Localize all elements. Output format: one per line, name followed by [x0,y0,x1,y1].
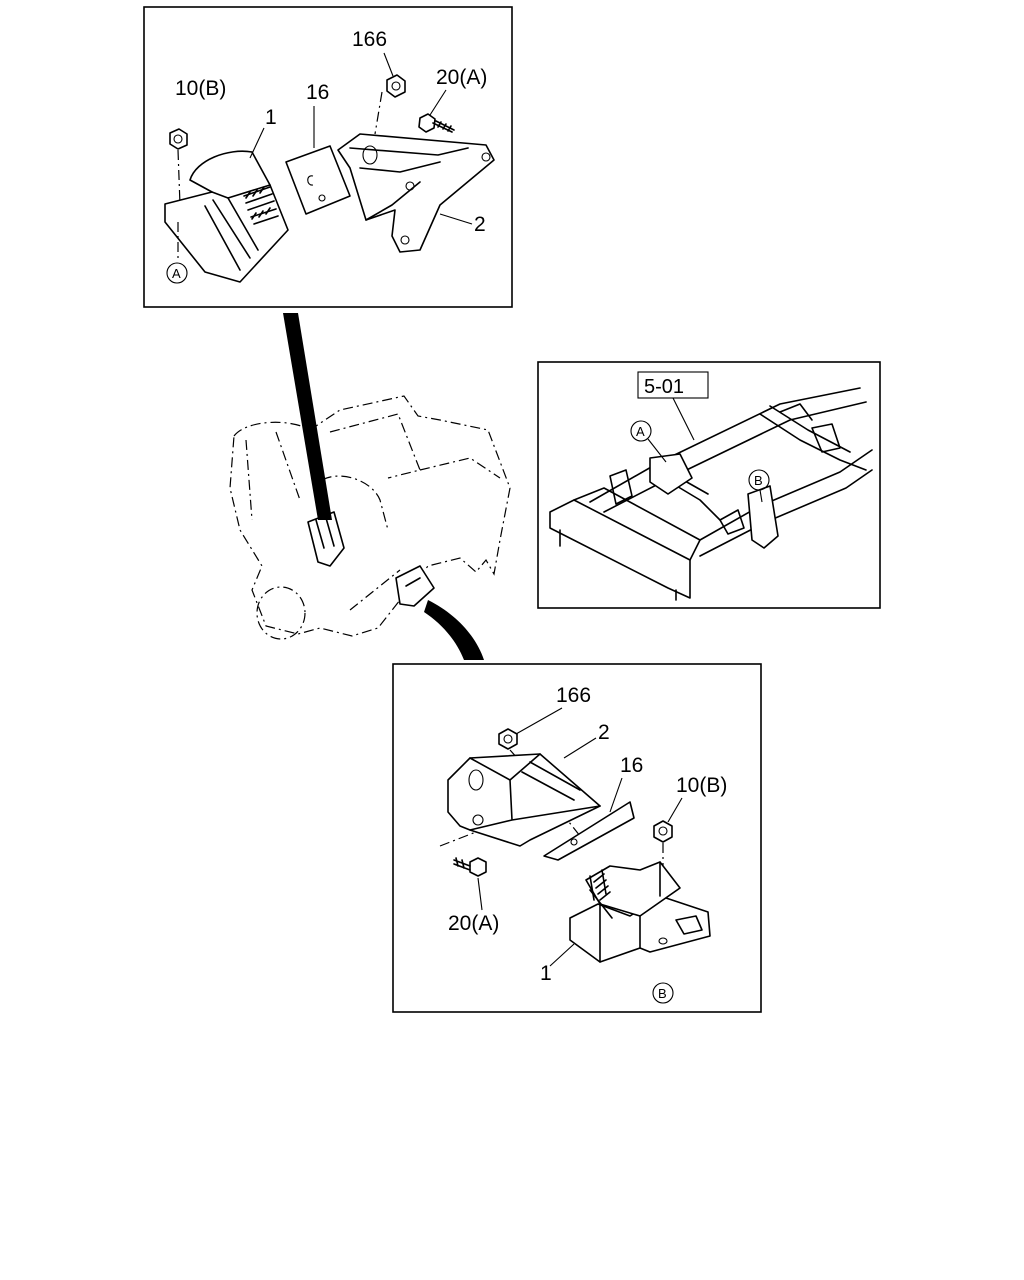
frame-ref-circle-a: A [630,420,667,463]
leader-20a [477,877,483,911]
centerline-166 [374,91,383,135]
leader-20a [429,89,447,116]
ref-circle-b: B [652,982,674,1004]
bottom-detail-panel: 166 2 16 20(A) 10(B) [392,663,762,1013]
top-detail-panel: 166 20(A) 10(B) 16 [143,6,513,308]
label-2: 2 [474,213,486,236]
centerline-10b [177,149,181,206]
leader-ref-box [672,397,695,441]
callout-arrow-top [283,313,332,520]
shim-16-icon [285,145,351,215]
chassis-frame-illustration [549,387,873,601]
ref-box-label: 5-01 [644,376,684,398]
leader-166 [383,52,394,77]
mount-1-icon [569,861,711,963]
label-16: 16 [620,754,643,777]
label-10b: 10(B) [175,77,226,100]
leader-2 [563,737,597,759]
nut-10b-icon [169,128,188,150]
callout-arrow-bottom [424,600,484,660]
label-16: 16 [306,81,329,104]
leader-16 [609,777,623,813]
nut-166-icon [386,74,406,98]
label-10b: 10(B) [676,774,727,797]
ref-circle-a: A [166,222,188,284]
svg-text:A: A [636,424,645,439]
bottom-panel-frame [392,663,762,1013]
label-166: 166 [556,684,591,707]
top-panel-frame [143,6,513,308]
label-1: 1 [540,962,552,985]
shim-16-icon [543,801,635,861]
frame-detail-panel: 5-01 A B [537,361,881,609]
nut-10b-icon [653,820,673,843]
mount-1-icon [164,150,289,283]
bracket-2-icon [337,133,495,253]
leader-10b [667,797,683,823]
label-2: 2 [598,721,610,744]
svg-text:B: B [658,986,667,1001]
centerline-20a [439,831,477,847]
engine-block-illustration [229,395,511,640]
svg-text:B: B [754,473,763,488]
label-20a: 20(A) [448,912,499,935]
bolt-20a-icon [418,113,455,133]
leader-2 [439,213,473,225]
nut-166-icon [498,728,518,750]
svg-text:A: A [172,266,181,281]
label-1: 1 [265,106,277,129]
leader-1 [249,127,265,159]
bracket-2-icon [447,753,601,847]
frame-panel-frame [537,361,881,609]
label-20a: 20(A) [436,66,487,89]
leader-1 [549,943,575,967]
leader-166 [515,707,563,735]
frame-ref-circle-b: B [748,469,770,503]
bolt-20a-icon [453,857,487,877]
label-166: 166 [352,28,387,51]
